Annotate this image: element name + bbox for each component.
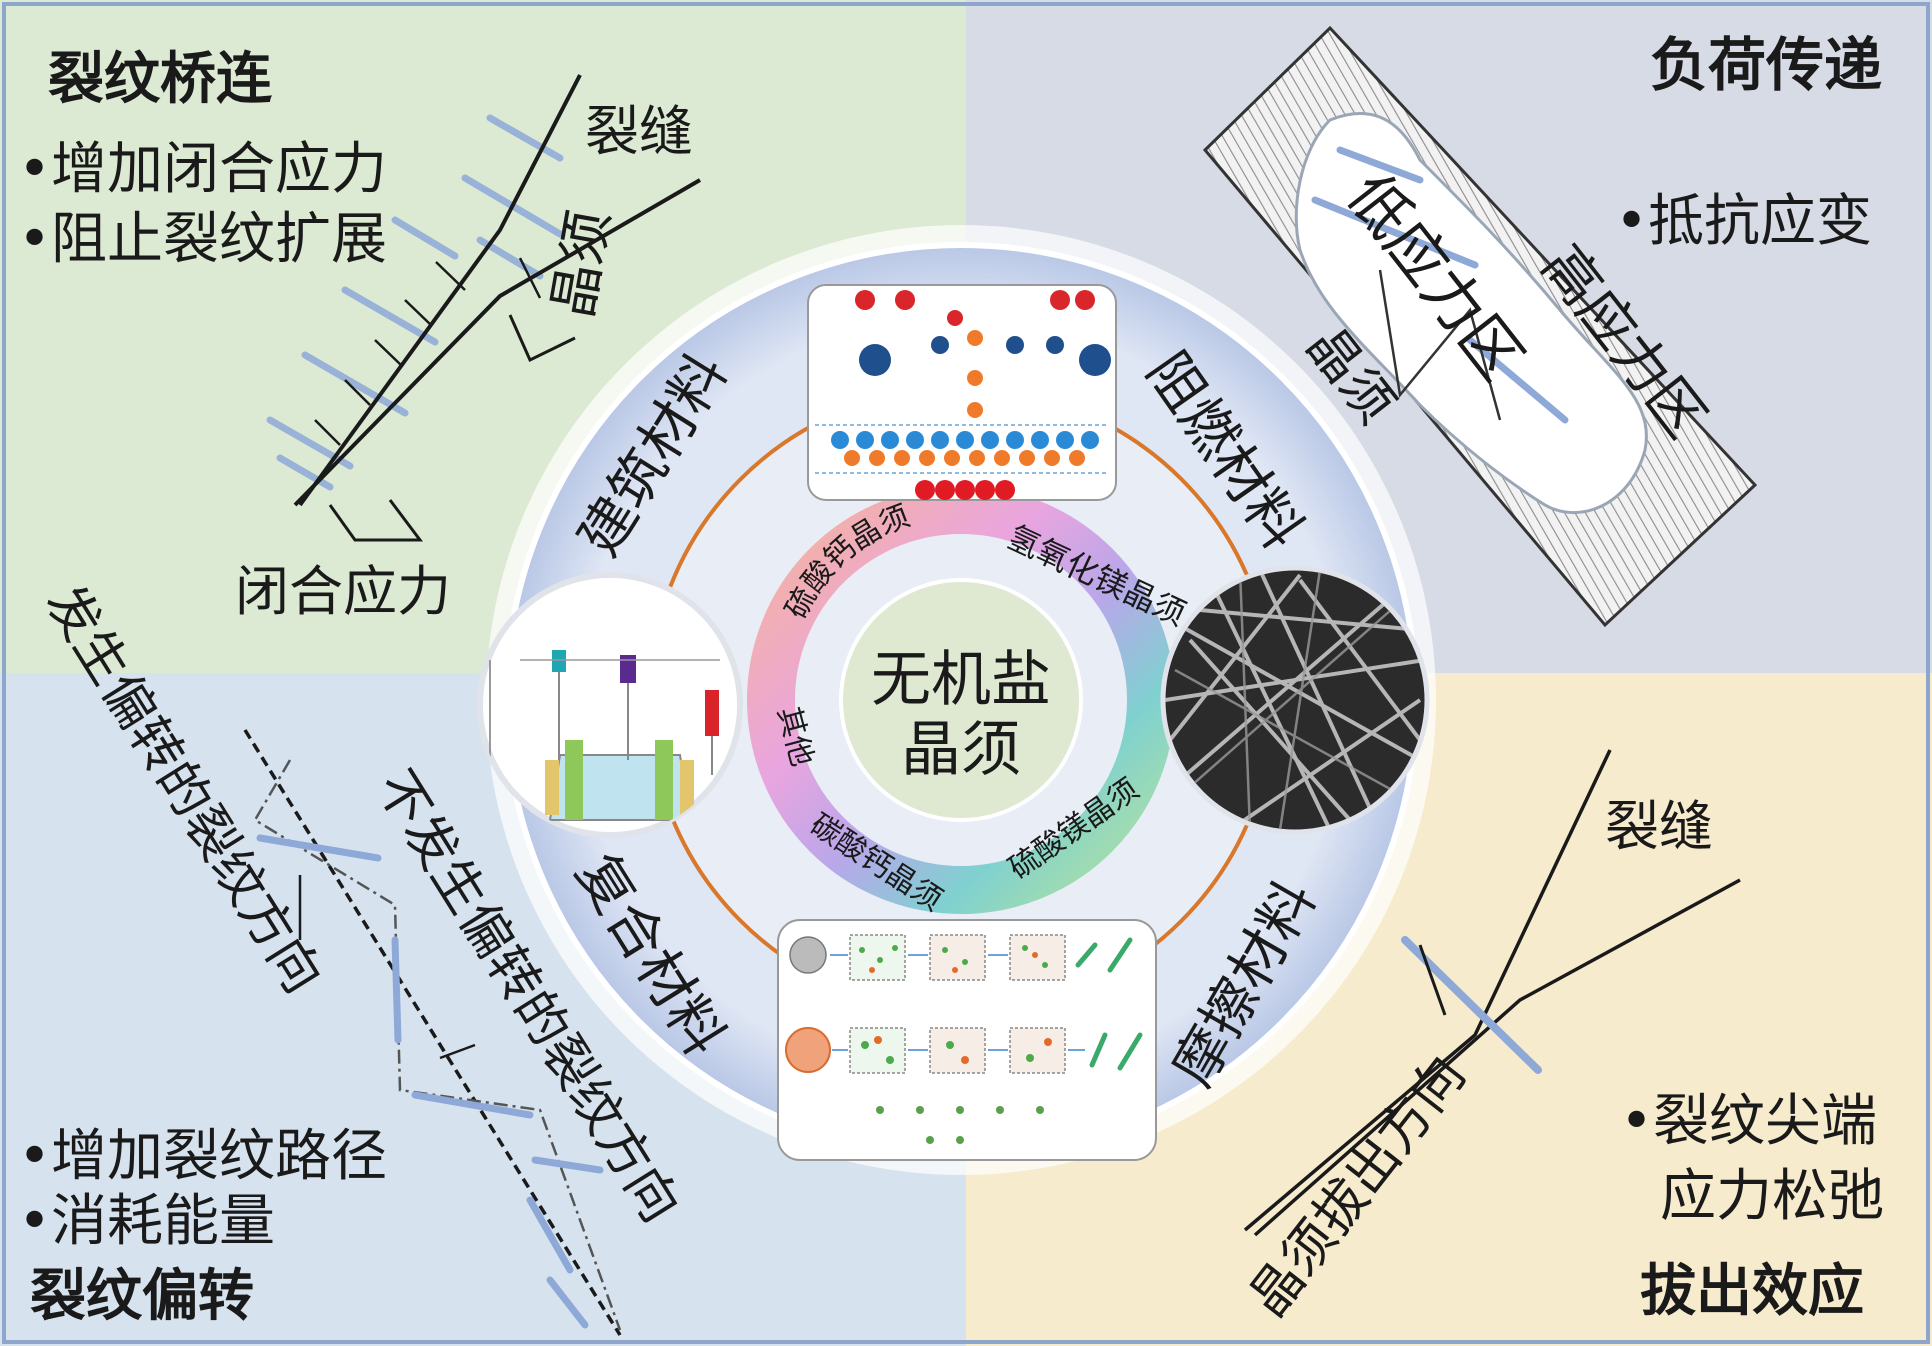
no-deflect-pointer <box>439 1043 476 1060</box>
pullout-crack-lower <box>1253 878 1741 1237</box>
deflection-bullet-1: •增加裂纹路径 <box>18 1124 387 1189</box>
deflection-whiskers <box>256 834 604 1329</box>
pullout-title: 拔出效应 <box>1640 1259 1864 1324</box>
center-label-line2: 晶须 <box>901 715 1021 785</box>
pullout-diagram <box>1243 749 1741 1237</box>
pullout-crack-upper <box>1243 749 1612 1232</box>
center-disc <box>839 578 1083 822</box>
straight-crack-path <box>243 729 622 1336</box>
sem-micrograph-icon <box>1160 565 1430 835</box>
crack-line-lower <box>293 178 702 507</box>
bridging-stress-label: 闭合应力 <box>235 560 451 623</box>
bridging-crack-label: 裂缝 <box>585 100 693 163</box>
deflection-bullet-2: •消耗能量 <box>18 1189 275 1254</box>
load-transfer-whiskers <box>1311 146 1569 424</box>
molecular-schematic-icon <box>807 284 1117 501</box>
deflection-title: 裂纹偏转 <box>30 1264 254 1329</box>
load-transfer-diagram <box>1202 25 1758 628</box>
crack-line-upper <box>298 74 582 507</box>
whisker-pointer <box>508 314 576 363</box>
center-label-line1: 无机盐 <box>871 645 1051 715</box>
load-transfer-title: 负荷传递 <box>1650 31 1882 99</box>
load-transfer-bullet: •抵抗应变 <box>1615 189 1872 254</box>
pullout-bullet-2: 应力松弛 <box>1660 1164 1884 1229</box>
whisker-type-ring <box>747 486 1175 914</box>
reactor-apparatus-icon <box>477 572 743 838</box>
bridging-bullet-2: •阻止裂纹扩展 <box>18 207 387 272</box>
pullout-arrow <box>1418 944 1447 1016</box>
process-flow-icon <box>777 919 1157 1161</box>
deflection-diagram <box>243 729 622 1336</box>
bridging-diagram <box>266 74 702 542</box>
pullout-bullet-1: •裂纹尖端 <box>1620 1089 1877 1154</box>
whisker-pointer-right <box>1378 269 1502 421</box>
pullout-crack-label: 裂缝 <box>1605 795 1713 858</box>
bridging-bullet-1: •增加闭合应力 <box>18 137 387 202</box>
bridging-title: 裂纹桥连 <box>48 47 272 112</box>
closing-stress-arrows <box>314 257 542 446</box>
stress-pointer <box>328 499 423 542</box>
